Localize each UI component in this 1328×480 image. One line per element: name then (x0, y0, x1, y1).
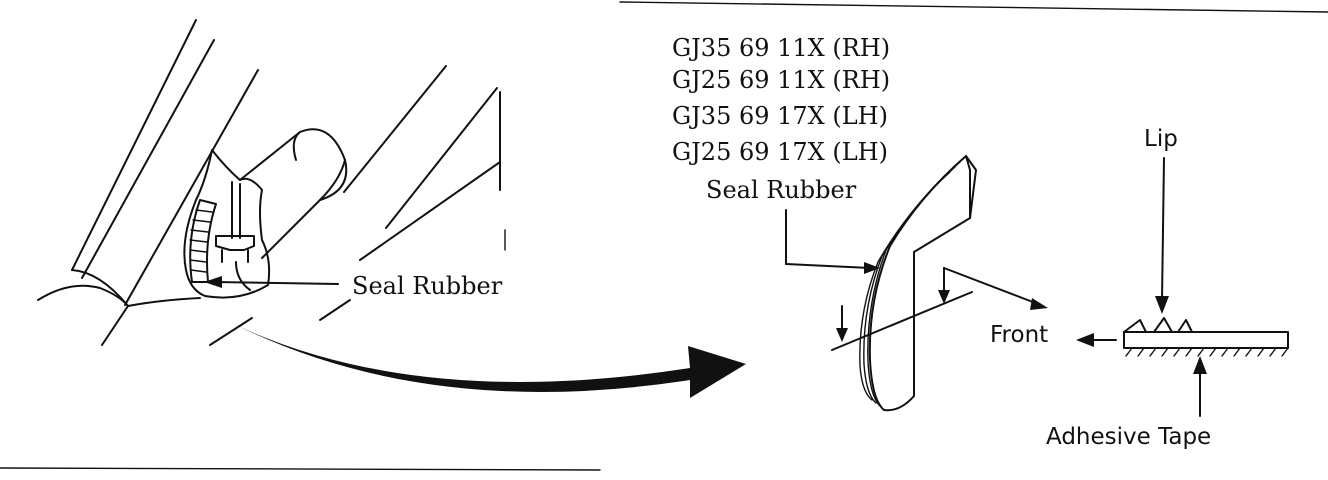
seal-rubber-part (831, 155, 1048, 412)
seal-rubber-label-left: Seal Rubber (352, 272, 503, 300)
door-mirror-view (37, 19, 506, 346)
seal-leader-arrowhead (204, 276, 222, 288)
part-number-4: GJ25 69 17X (LH) (672, 138, 888, 166)
seal-rubber-label-right: Seal Rubber (706, 176, 857, 204)
part-number-list: GJ35 69 11X (RH) GJ25 69 11X (RH) GJ35 6… (672, 34, 890, 166)
part-number-2: GJ25 69 11X (RH) (672, 66, 890, 94)
frame-lines (0, 1, 1328, 471)
cross-section (1076, 157, 1289, 417)
part-leader (785, 209, 880, 274)
transition-arrow (238, 326, 746, 398)
part-number-3: GJ35 69 17X (LH) (672, 102, 888, 130)
part-number-1: GJ35 69 11X (RH) (672, 34, 890, 62)
seal-leader-line (213, 281, 339, 285)
lip-label: Lip (1144, 126, 1178, 152)
adhesive-tape-label: Adhesive Tape (1046, 424, 1211, 450)
front-label: Front (990, 322, 1048, 348)
